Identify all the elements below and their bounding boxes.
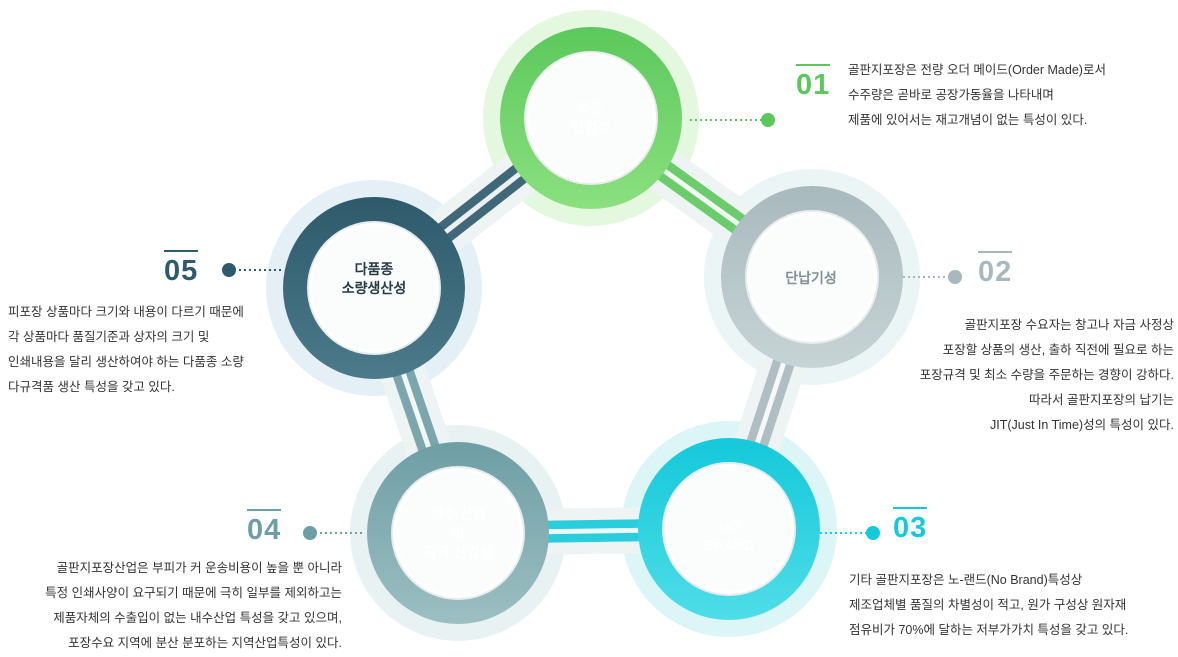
description-line: 점유비가 70%에 달하는 저부가가치 특성을 갖고 있다. <box>849 623 1129 637</box>
description-line: 피포장 상품마다 크기와 내용이 다르기 때문에 <box>8 305 244 319</box>
pointer-dot <box>866 526 880 540</box>
description-line: 인쇄내용을 달리 생산하여야 하는 다품종 소량 <box>8 355 244 369</box>
node-label-line: 주문 <box>578 100 604 116</box>
node-label-line: NO <box>718 518 740 534</box>
node-inner-face <box>750 215 874 339</box>
description-line: 제품자체의 수출입이 없는 내수산업 특성을 갖고 있으며, <box>53 611 342 625</box>
node-label-line: 소량생산성 <box>341 280 407 296</box>
description-line: 골판지포장은 전량 오더 메이드(Order Made)로서 <box>848 63 1106 77</box>
description-line: 포장수요 지역에 분산 분포하는 지역산업특성이 있다. <box>68 636 342 650</box>
node-label-line: 산업성 <box>571 119 611 135</box>
description-01: 골판지포장은 전량 오더 메이드(Order Made)로서 수주량은 곧바로 … <box>848 58 1106 133</box>
description-line: 골판지포장산업은 부피가 커 운송비용이 높을 뿐 아니라 <box>56 561 342 575</box>
node-label-no-brand: NO BRAND <box>664 517 794 555</box>
number-bar <box>164 250 198 252</box>
pointer-dot <box>761 113 775 127</box>
description-line: 골판지포장 수요자는 창고나 자금 사정상 <box>964 318 1174 332</box>
description-line: 각 상품마다 품질기준과 상자의 크기 및 <box>8 330 210 344</box>
node-label-line: 내수 산업 <box>430 506 486 522</box>
node-label-order-industry: 주문 산업성 <box>526 99 656 137</box>
node-label-short-delivery: 단납기성 <box>746 269 876 288</box>
description-line: 제품에 있어서는 재고개념이 없는 특성이 있다. <box>848 113 1088 127</box>
description-05: 피포장 상품마다 크기와 내용이 다르기 때문에 각 상품마다 품질기준과 상자… <box>8 300 244 400</box>
item-number-text: 05 <box>164 255 199 287</box>
number-bar <box>978 251 1012 253</box>
number-bar <box>796 64 830 66</box>
node-label-line: BRAND <box>703 537 755 553</box>
node-inner-face <box>667 467 791 591</box>
description-line: 포장규격 및 최소 수량을 주문하는 경향이 강하다. <box>919 368 1174 382</box>
description-line: 다규격품 생산 특성을 갖고 있다. <box>8 380 175 394</box>
item-number-text: 04 <box>247 514 282 546</box>
item-number-text: 01 <box>796 69 831 101</box>
description-03: 기타 골판지포장은 노-랜드(No Brand)특성상 제조업체별 품질의 차별… <box>849 568 1128 643</box>
item-number-01: 01 <box>796 64 830 101</box>
node-label-line: 단납기성 <box>785 270 837 286</box>
item-number-text: 02 <box>978 256 1013 288</box>
node-inner-face <box>396 471 520 595</box>
pointer-dot <box>303 526 317 540</box>
number-bar <box>893 507 927 509</box>
item-number-04: 04 <box>247 509 281 546</box>
item-number-03: 03 <box>893 507 927 544</box>
description-02: 골판지포장 수요자는 창고나 자금 사정상 포장할 상품의 생산, 출하 직전에… <box>920 313 1174 438</box>
node-inner-face <box>529 56 653 180</box>
pointer-dot <box>948 270 962 284</box>
node-inner-face <box>312 226 436 350</box>
description-line: 수주량은 곧바로 공장가동율을 나타내며 <box>848 88 1054 102</box>
pointer-dot <box>222 263 236 277</box>
description-line: 따라서 골판지포장의 납기는 <box>1029 393 1174 407</box>
item-number-02: 02 <box>978 251 1012 288</box>
description-04: 골판지포장산업은 부피가 커 운송비용이 높을 뿐 아니라 특정 인쇄사양이 요… <box>45 556 342 656</box>
node-label-line: 및 <box>451 525 465 541</box>
description-line: 기타 골판지포장은 노-랜드(No Brand)특성상 <box>849 573 1083 587</box>
description-line: 포장할 상품의 생산, 출하 직전에 필요로 하는 <box>942 343 1174 357</box>
node-label-domestic-regional: 내수 산업 및 지역 산업성 <box>393 505 523 562</box>
node-label-line: 다품종 <box>354 261 394 277</box>
node-label-multi-product: 다품종 소량생산성 <box>309 260 439 298</box>
description-line: JIT(Just In Time)성의 특성이 있다. <box>990 418 1174 432</box>
item-number-text: 03 <box>893 512 928 544</box>
item-number-05: 05 <box>164 250 198 287</box>
description-line: 제조업체별 품질의 차별성이 적고, 원가 구성상 원자재 <box>849 598 1127 612</box>
node-label-line: 지역 산업성 <box>423 544 493 560</box>
description-line: 특정 인쇄사양이 요구되기 때문에 극히 일부를 제외하고는 <box>45 586 342 600</box>
number-bar <box>247 509 281 511</box>
